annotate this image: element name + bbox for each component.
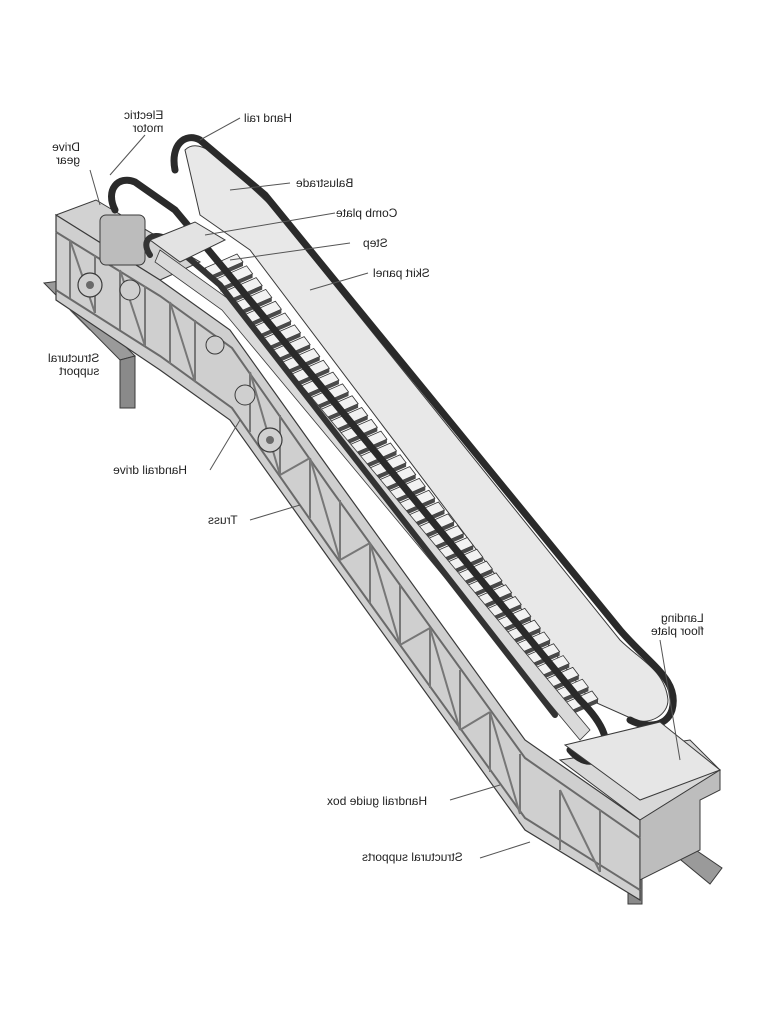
label-comb-plate: Comb plate [336, 206, 398, 220]
label-step: Step [363, 236, 388, 250]
label-structural-support: Structural support [48, 351, 100, 378]
label-balustrade: Balustrade [296, 176, 354, 190]
label-drive-gear: Drive gear [52, 140, 81, 167]
drive-machinery [77, 214, 283, 453]
label-hand-rail: Hand rail [244, 111, 293, 125]
label-truss: Truss [208, 513, 238, 527]
label-handrail-guide-box: Handrail guide box [327, 794, 428, 808]
landing-floor-plate [563, 721, 721, 801]
label-electric-motor: Electric motor [124, 108, 164, 135]
leader-lines [69, 117, 681, 859]
comb-plate [148, 221, 227, 263]
label-landing-floor-plate: Landing floor plate [651, 611, 704, 638]
label-handrail-drive: Handrail drive [113, 463, 188, 477]
label-structural-supports: Structural supports [362, 850, 463, 864]
label-skirt-panel: Skirt panel [373, 266, 430, 280]
